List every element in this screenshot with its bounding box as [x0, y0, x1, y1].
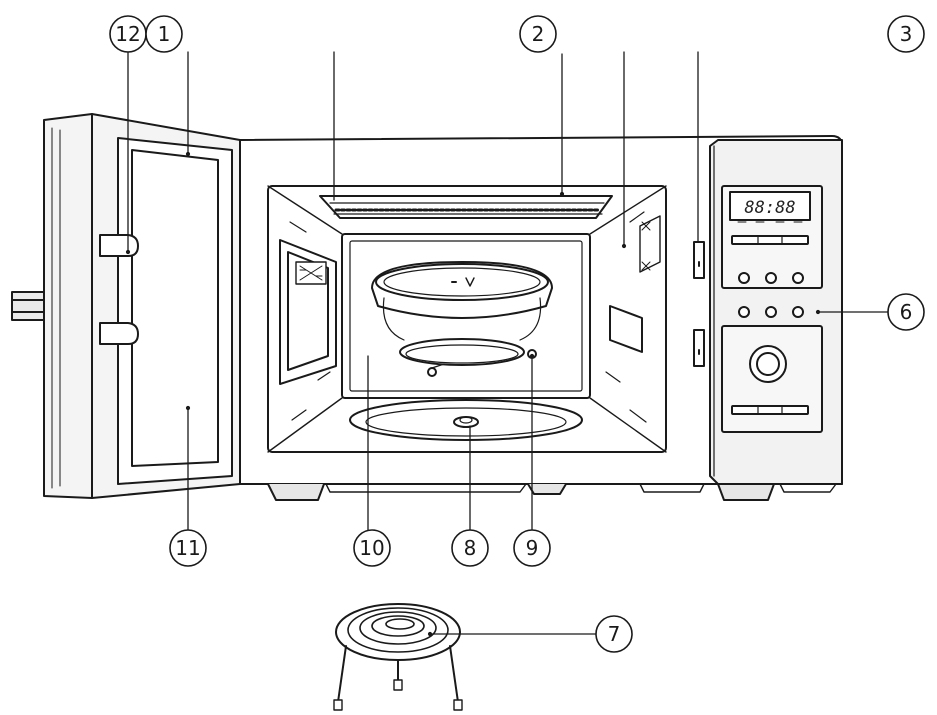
label-12: 12 [115, 22, 140, 46]
roller-ring [399, 338, 537, 377]
button-strip-top[interactable] [731, 235, 809, 245]
oven-cavity [267, 185, 667, 453]
label-6: 6 [900, 300, 913, 324]
button-6[interactable] [792, 306, 804, 318]
button-3[interactable] [792, 272, 804, 284]
callout-labels: 12 1 2 3 6 7 8 9 10 11 [115, 22, 912, 646]
button-2[interactable] [765, 272, 777, 284]
label-7: 7 [608, 622, 621, 646]
grill-heater [319, 195, 613, 219]
interlock-slots [693, 241, 705, 367]
label-2: 2 [532, 22, 545, 46]
label-8: 8 [464, 536, 477, 560]
control-dial[interactable] [749, 345, 787, 383]
label-3: 3 [900, 22, 913, 46]
label-9: 9 [526, 536, 539, 560]
foot-mid [527, 483, 567, 495]
callout-circles [109, 15, 925, 653]
waveguide-cover [279, 239, 337, 385]
display-window [729, 191, 811, 221]
turntable-shaft [349, 399, 583, 441]
door [11, 113, 241, 499]
door-window [131, 149, 219, 467]
right-wall-vent [609, 305, 643, 353]
right-wall-mark [609, 215, 661, 353]
button-1[interactable] [738, 272, 750, 284]
leader-lines [125, 41, 889, 637]
button-5[interactable] [765, 306, 777, 318]
control-panel [709, 139, 843, 485]
display-readout: 88:88 [744, 198, 795, 218]
foot-right [717, 483, 775, 501]
grill-rack [333, 603, 463, 711]
button-4[interactable] [738, 306, 750, 318]
label-10: 10 [359, 536, 384, 560]
button-strip-bottom[interactable] [731, 405, 809, 415]
label-11: 11 [175, 536, 200, 560]
label-1: 1 [158, 22, 171, 46]
glass-tray [371, 261, 553, 341]
foot-left [267, 483, 325, 501]
